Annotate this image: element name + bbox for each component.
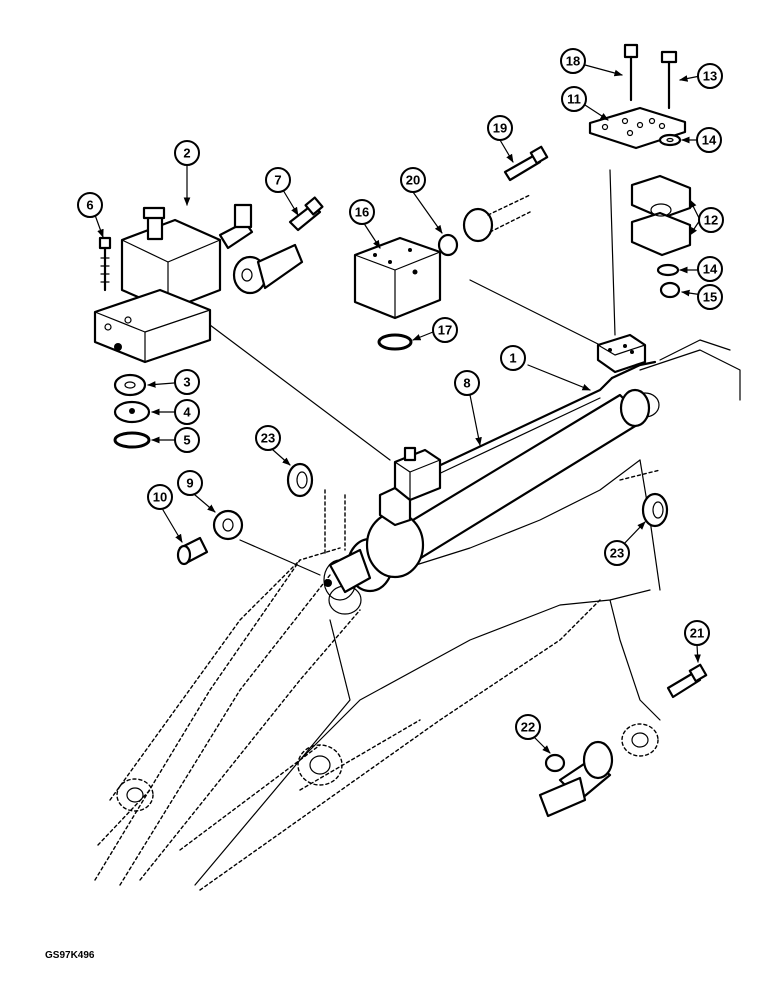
- callout-15: 15: [697, 284, 723, 310]
- callout-15-label: 15: [703, 290, 717, 305]
- callout-22: 22: [515, 714, 541, 740]
- washer-part-14a: [658, 133, 682, 147]
- callout-14a-label: 14: [702, 133, 717, 148]
- bolt-part-13: [660, 50, 678, 110]
- callout-1-label: 1: [509, 351, 516, 366]
- callout-3: 3: [174, 369, 200, 395]
- callout-20: 20: [400, 167, 426, 193]
- callout-14b: 14: [697, 256, 723, 282]
- gear-washer-part-3: [113, 373, 147, 397]
- cylinder-valve: [378, 446, 442, 527]
- callout-18: 18: [560, 48, 586, 74]
- solenoid-valve-part: [93, 203, 254, 364]
- callout-17-label: 17: [438, 323, 452, 338]
- valve-block-part-16: [353, 236, 442, 320]
- bolt-part-19: [503, 145, 549, 182]
- callout-3-label: 3: [183, 375, 190, 390]
- pipe-clamp-assembly: [596, 333, 647, 374]
- callout-5: 5: [174, 427, 200, 453]
- bolt-part-18: [623, 43, 639, 102]
- callout-20-label: 20: [406, 173, 420, 188]
- callout-19: 19: [487, 115, 513, 141]
- callout-12-label: 12: [704, 213, 718, 228]
- callout-2: 2: [174, 140, 200, 166]
- callout-10: 10: [147, 484, 173, 510]
- callout-21-label: 21: [690, 626, 704, 641]
- callout-23a: 23: [255, 425, 281, 451]
- drawing-reference-code: GS97K496: [45, 950, 95, 961]
- callout-22-label: 22: [521, 720, 535, 735]
- callout-11-label: 11: [567, 92, 581, 107]
- callout-6-label: 6: [86, 198, 93, 213]
- callout-9-label: 9: [186, 476, 193, 491]
- callout-2-label: 2: [183, 146, 190, 161]
- oring-part-17: [377, 333, 413, 351]
- callout-18-label: 18: [566, 54, 580, 69]
- fitting-part-9: [212, 509, 244, 541]
- callout-8-label: 8: [463, 376, 470, 391]
- callout-13-label: 13: [703, 69, 717, 84]
- callout-23b: 23: [604, 540, 630, 566]
- callout-9: 9: [177, 470, 203, 496]
- pin-part: [538, 740, 614, 818]
- nut-part-15: [659, 281, 681, 299]
- washer-part-23a: [286, 462, 314, 498]
- nut-part-4: [113, 400, 151, 424]
- adapter-part-20: [437, 194, 531, 257]
- clamp-halves-part-12: [630, 174, 692, 257]
- callout-10-label: 10: [153, 490, 167, 505]
- callout-4-label: 4: [183, 405, 191, 420]
- callout-23a-label: 23: [261, 431, 275, 446]
- fitting-part-10: [176, 536, 209, 566]
- callout-16-label: 16: [355, 205, 369, 220]
- callout-14a: 14: [696, 127, 722, 153]
- bolt-part-6: [98, 236, 112, 292]
- callout-5-label: 5: [183, 433, 190, 448]
- callout-12: 12: [698, 207, 724, 233]
- callout-19-label: 19: [493, 121, 507, 136]
- callout-7-label: 7: [274, 173, 281, 188]
- callout-7: 7: [265, 167, 291, 193]
- callout-13: 13: [697, 63, 723, 89]
- fitting-part: [232, 243, 304, 295]
- bolt-part-7: [288, 196, 324, 232]
- hose-and-pipe: [428, 360, 657, 479]
- callout-16: 16: [349, 199, 375, 225]
- callout-1: 1: [500, 345, 526, 371]
- callout-6: 6: [77, 192, 103, 218]
- callout-14b-label: 14: [703, 262, 718, 277]
- nut-part-22: [544, 753, 566, 773]
- callout-4: 4: [174, 399, 200, 425]
- washer-part-14b: [656, 263, 680, 277]
- hydraulic-cylinder: [323, 388, 651, 601]
- bolt-part-21: [666, 663, 708, 699]
- boom-structure: [94, 339, 741, 891]
- callout-8: 8: [454, 370, 480, 396]
- callout-23b-label: 23: [610, 546, 624, 561]
- callout-21: 21: [684, 620, 710, 646]
- oring-part-5: [113, 431, 151, 449]
- washer-part-23b: [641, 492, 669, 528]
- callout-11: 11: [561, 86, 587, 112]
- callout-17: 17: [432, 317, 458, 343]
